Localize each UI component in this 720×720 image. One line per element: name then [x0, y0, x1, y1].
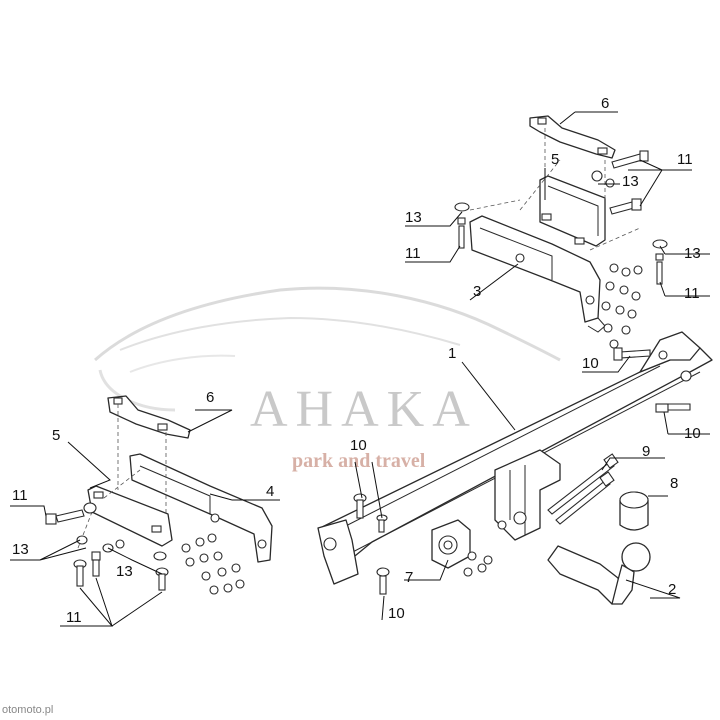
callout-11-left-lower: 11 — [66, 609, 82, 626]
nut-cluster-right — [601, 263, 643, 349]
bolt-10-top-right — [613, 347, 651, 361]
bolt-right-left-vertical — [454, 202, 470, 249]
bolt-left-vertical-2 — [91, 551, 101, 577]
callout-13-right-left: 13 — [405, 209, 422, 226]
watermark-tagline: park and travel — [292, 450, 426, 472]
side-arm-left — [129, 453, 273, 563]
bolt-right-upper-2 — [609, 198, 642, 215]
callout-1: 1 — [448, 345, 456, 362]
main-crossbar — [317, 331, 713, 585]
tow-ball-neck — [547, 542, 651, 605]
nut-cluster-left — [181, 533, 245, 595]
callout-11-right-side: 11 — [684, 285, 700, 302]
washer-left-5 — [153, 551, 167, 561]
callout-11-right-left: 11 — [405, 245, 421, 262]
bolt-left-vertical-1 — [73, 559, 87, 587]
bolt-right-vertical — [652, 239, 668, 285]
mounting-plate-left — [87, 485, 173, 547]
callout-10-side-right: 10 — [684, 425, 701, 442]
side-arm-right — [469, 215, 606, 333]
callout-13-left-mid: 13 — [116, 563, 133, 580]
washer-left-4 — [115, 539, 125, 549]
callout-10-top-right: 10 — [582, 355, 599, 372]
bolt-10-left-vertical — [353, 493, 367, 519]
bolt-left-horizontal — [45, 509, 85, 525]
bolt-10-side-right — [655, 403, 691, 413]
washer-right-1 — [591, 170, 603, 182]
callout-4: 4 — [266, 483, 274, 500]
bolt-left-vertical-3 — [155, 567, 169, 591]
watermark-brand: AHAKA — [250, 381, 478, 438]
footer-watermark: otomoto.pl — [2, 704, 54, 716]
callout-13-right-side: 13 — [684, 245, 701, 262]
washer-right-2 — [605, 178, 615, 188]
callout-11-left-upper: 11 — [12, 487, 28, 504]
washer-left-2 — [76, 535, 88, 545]
callout-13-left: 13 — [12, 541, 29, 558]
callout-5-right: 5 — [551, 151, 559, 168]
bolt-right-upper-1 — [611, 150, 649, 169]
nut-cluster-center — [463, 551, 493, 577]
callout-13-right-upper: 13 — [622, 173, 639, 190]
bracket-strap-left — [107, 395, 191, 439]
tow-ball-cap — [619, 491, 649, 531]
socket-plate — [431, 519, 471, 569]
leader-lines — [10, 111, 710, 627]
callout-6-right: 6 — [601, 95, 609, 112]
long-bolts — [547, 453, 619, 525]
callout-3: 3 — [473, 283, 481, 300]
bracket-strap-right — [529, 115, 616, 159]
callout-8: 8 — [670, 475, 678, 492]
callout-10-left: 10 — [350, 437, 367, 454]
callout-10-bottom: 10 — [388, 605, 405, 622]
bolt-10-bottom — [376, 567, 390, 595]
callout-2: 2 — [668, 581, 676, 598]
callout-5-left: 5 — [52, 427, 60, 444]
callout-7: 7 — [405, 569, 413, 586]
callout-9: 9 — [642, 443, 650, 460]
callout-6-left: 6 — [206, 389, 214, 406]
hitch-mount-block — [494, 449, 561, 541]
washer-left-1 — [83, 502, 97, 514]
mounting-plate-right — [539, 175, 606, 247]
callout-11-right-upper: 11 — [677, 151, 693, 168]
